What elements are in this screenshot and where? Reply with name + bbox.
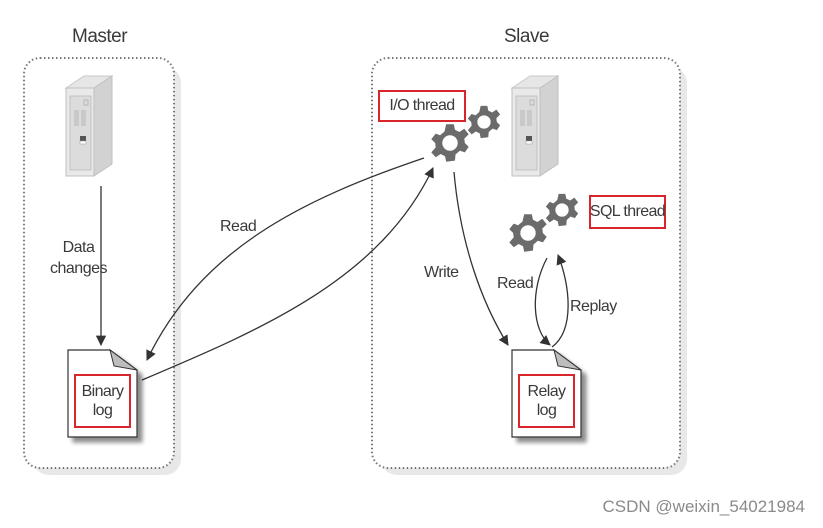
sql-thread-label: SQL thread — [589, 195, 666, 229]
write-arrow — [453, 171, 509, 346]
binary-log-line2: log — [92, 402, 113, 419]
replay-arrow — [551, 254, 569, 348]
binary-log-line1: Binary — [81, 383, 124, 400]
read-binlog-arrow — [146, 157, 425, 361]
read-master-label: Read — [220, 218, 257, 235]
write-label: Write — [424, 264, 459, 281]
io-thread-label: I/O thread — [378, 90, 466, 122]
replay-label: Replay — [570, 298, 617, 315]
data-changes-label: Data changes — [50, 237, 108, 279]
data-changes-line2: changes — [50, 260, 108, 277]
master-server-icon — [65, 75, 113, 177]
read-slave-label: Read — [497, 275, 534, 292]
relay-log-line2: log — [536, 402, 557, 419]
master-title: Master — [72, 26, 128, 47]
watermark: CSDN @weixin_54021984 — [602, 497, 805, 516]
data-changes-line1: Data — [62, 239, 95, 256]
binlog-to-io-arrow — [141, 167, 434, 381]
relay-log-line1: Relay — [527, 383, 567, 400]
slave-title: Slave — [504, 26, 550, 47]
slave-server-icon — [511, 75, 559, 177]
relay-log-label: Relay log — [518, 374, 575, 428]
binary-log-label: Binary log — [74, 374, 131, 428]
read-relay-arrow — [534, 257, 551, 346]
